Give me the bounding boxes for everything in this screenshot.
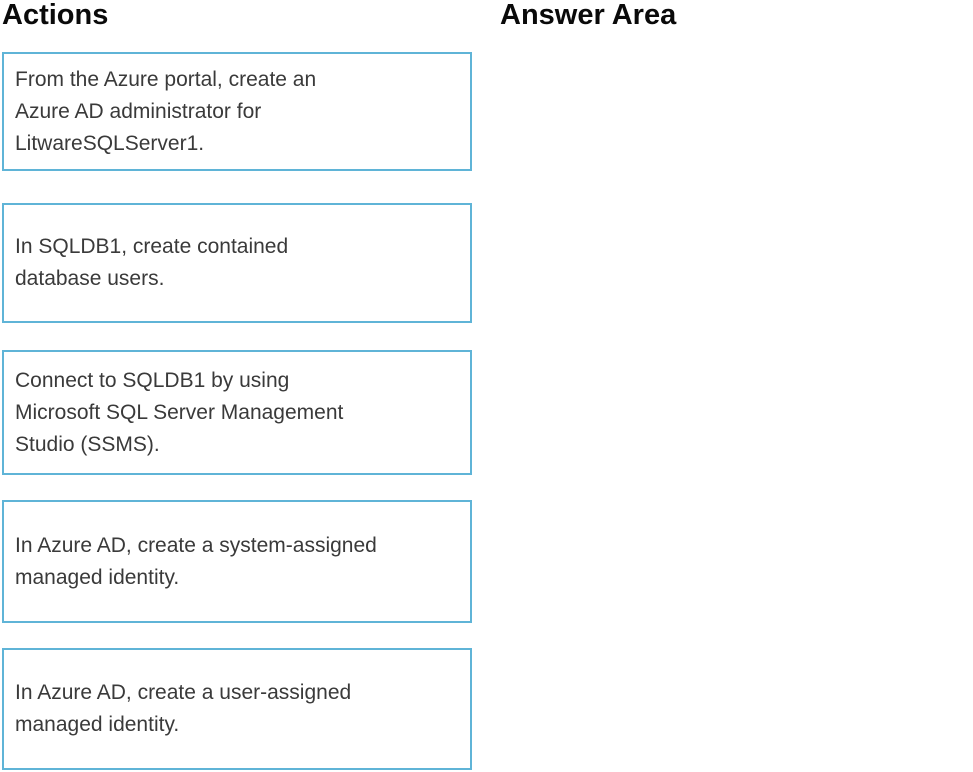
action-tile-system-assigned-identity[interactable]: In Azure AD, create a system-assigned ma… [2, 500, 472, 623]
action-tile-label: In Azure AD, create a system-assigned ma… [15, 533, 377, 589]
action-tile-connect-ssms[interactable]: Connect to SQLDB1 by using Microsoft SQL… [2, 350, 472, 475]
action-tile-label: From the Azure portal, create an Azure A… [15, 67, 317, 155]
action-tile-label: Connect to SQLDB1 by using Microsoft SQL… [15, 368, 344, 456]
actions-heading: Actions [2, 0, 109, 31]
action-tile-contained-database-users[interactable]: In SQLDB1, create contained database use… [2, 203, 472, 323]
action-tile-user-assigned-identity[interactable]: In Azure AD, create a user-assigned mana… [2, 648, 472, 770]
action-tile-label: In SQLDB1, create contained database use… [15, 235, 289, 290]
answer-area-dropzone[interactable] [500, 52, 960, 770]
answer-area-heading: Answer Area [500, 0, 677, 31]
action-tile-azure-ad-administrator[interactable]: From the Azure portal, create an Azure A… [2, 52, 472, 171]
action-tile-label: In Azure AD, create a user-assigned mana… [15, 681, 352, 736]
